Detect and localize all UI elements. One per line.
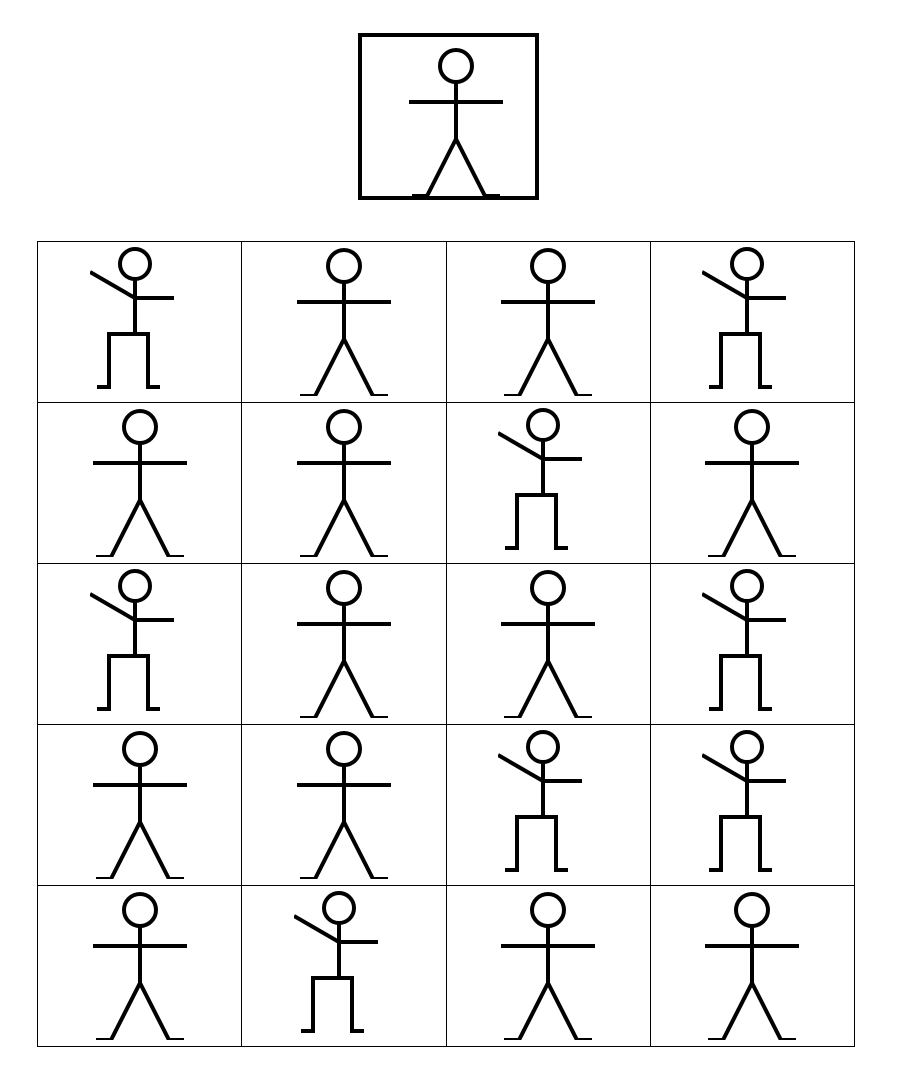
figure-stroke [299,495,388,557]
grid-cell[interactable] [446,242,651,403]
standing-stick-figure-icon [501,570,596,718]
grid-cell[interactable] [38,564,243,725]
grid-cell[interactable] [242,403,447,564]
figure-head [730,247,765,281]
grid-cell[interactable] [650,403,855,564]
figure-stroke [96,654,160,711]
figure-stroke [300,976,364,1033]
figure-head [325,248,362,284]
standing-stick-figure-icon [409,48,503,196]
grid-cell[interactable] [38,242,243,403]
figure-stroke [412,134,500,196]
grid-cell[interactable] [650,242,855,403]
figure-stroke [498,753,545,783]
waving-stick-figure-icon [702,730,787,872]
waving-stick-figure-icon [89,247,174,389]
figure-head [325,409,362,445]
figure-head [121,892,158,928]
target-figure-box [358,33,539,200]
grid-cell[interactable] [446,886,651,1047]
figure-head [121,409,158,445]
standing-stick-figure-icon [705,892,800,1040]
waving-stick-figure-icon [498,408,583,550]
figure-stroke [504,978,593,1040]
standing-stick-figure-icon [92,409,187,557]
figure-stroke [709,815,773,872]
figure-stroke [708,495,797,557]
figure-stroke [504,334,593,396]
grid-cell[interactable] [38,725,243,886]
figure-head [526,730,561,764]
figure-head [117,569,152,603]
grid-cell[interactable] [242,564,447,725]
figure-head [117,247,152,281]
standing-stick-figure-icon [501,892,596,1040]
figure-stroke [709,332,773,389]
grid-cell[interactable] [446,403,651,564]
standing-stick-figure-icon [296,248,391,396]
figure-stroke [89,592,136,622]
figure-head [734,409,771,445]
figure-stroke [504,656,593,718]
figure-stroke [299,656,388,718]
standing-stick-figure-icon [296,409,391,557]
figure-head [321,891,356,925]
figure-head [530,892,567,928]
grid-cell[interactable] [242,725,447,886]
figure-stroke [96,332,160,389]
figure-head [730,730,765,764]
waving-stick-figure-icon [498,730,583,872]
waving-stick-figure-icon [702,569,787,711]
grid-cell[interactable] [650,725,855,886]
grid-cell[interactable] [38,886,243,1047]
figure-stroke [299,817,388,879]
figure-stroke [702,753,749,783]
grid-cell[interactable] [446,564,651,725]
standing-stick-figure-icon [92,892,187,1040]
grid-cell[interactable] [650,886,855,1047]
figure-head [438,48,474,84]
figure-stroke [498,431,545,461]
figure-stroke [702,592,749,622]
figure-stroke [505,493,569,550]
grid-cell[interactable] [38,403,243,564]
figure-head [526,408,561,442]
waving-stick-figure-icon [293,891,378,1033]
waving-stick-figure-icon [89,569,174,711]
figure-head [530,570,567,606]
figure-head [325,570,362,606]
grid-cell[interactable] [446,725,651,886]
standing-stick-figure-icon [705,409,800,557]
standing-stick-figure-icon [92,731,187,879]
waving-stick-figure-icon [702,247,787,389]
figure-head [530,248,567,284]
figure-stroke [299,334,388,396]
grid-cell[interactable] [242,886,447,1047]
figure-head [734,892,771,928]
figure-head [730,569,765,603]
figure-stroke [89,270,136,300]
figure-head [121,731,158,767]
figure-stroke [95,817,184,879]
standing-stick-figure-icon [501,248,596,396]
figure-stroke [293,914,340,944]
figure-grid [37,241,855,1047]
grid-cell[interactable] [650,564,855,725]
standing-stick-figure-icon [296,731,391,879]
figure-stroke [505,815,569,872]
standing-stick-figure-icon [296,570,391,718]
figure-stroke [708,978,797,1040]
figure-stroke [702,270,749,300]
figure-stroke [95,978,184,1040]
grid-cell[interactable] [242,242,447,403]
figure-stroke [95,495,184,557]
figure-stroke [709,654,773,711]
figure-head [325,731,362,767]
